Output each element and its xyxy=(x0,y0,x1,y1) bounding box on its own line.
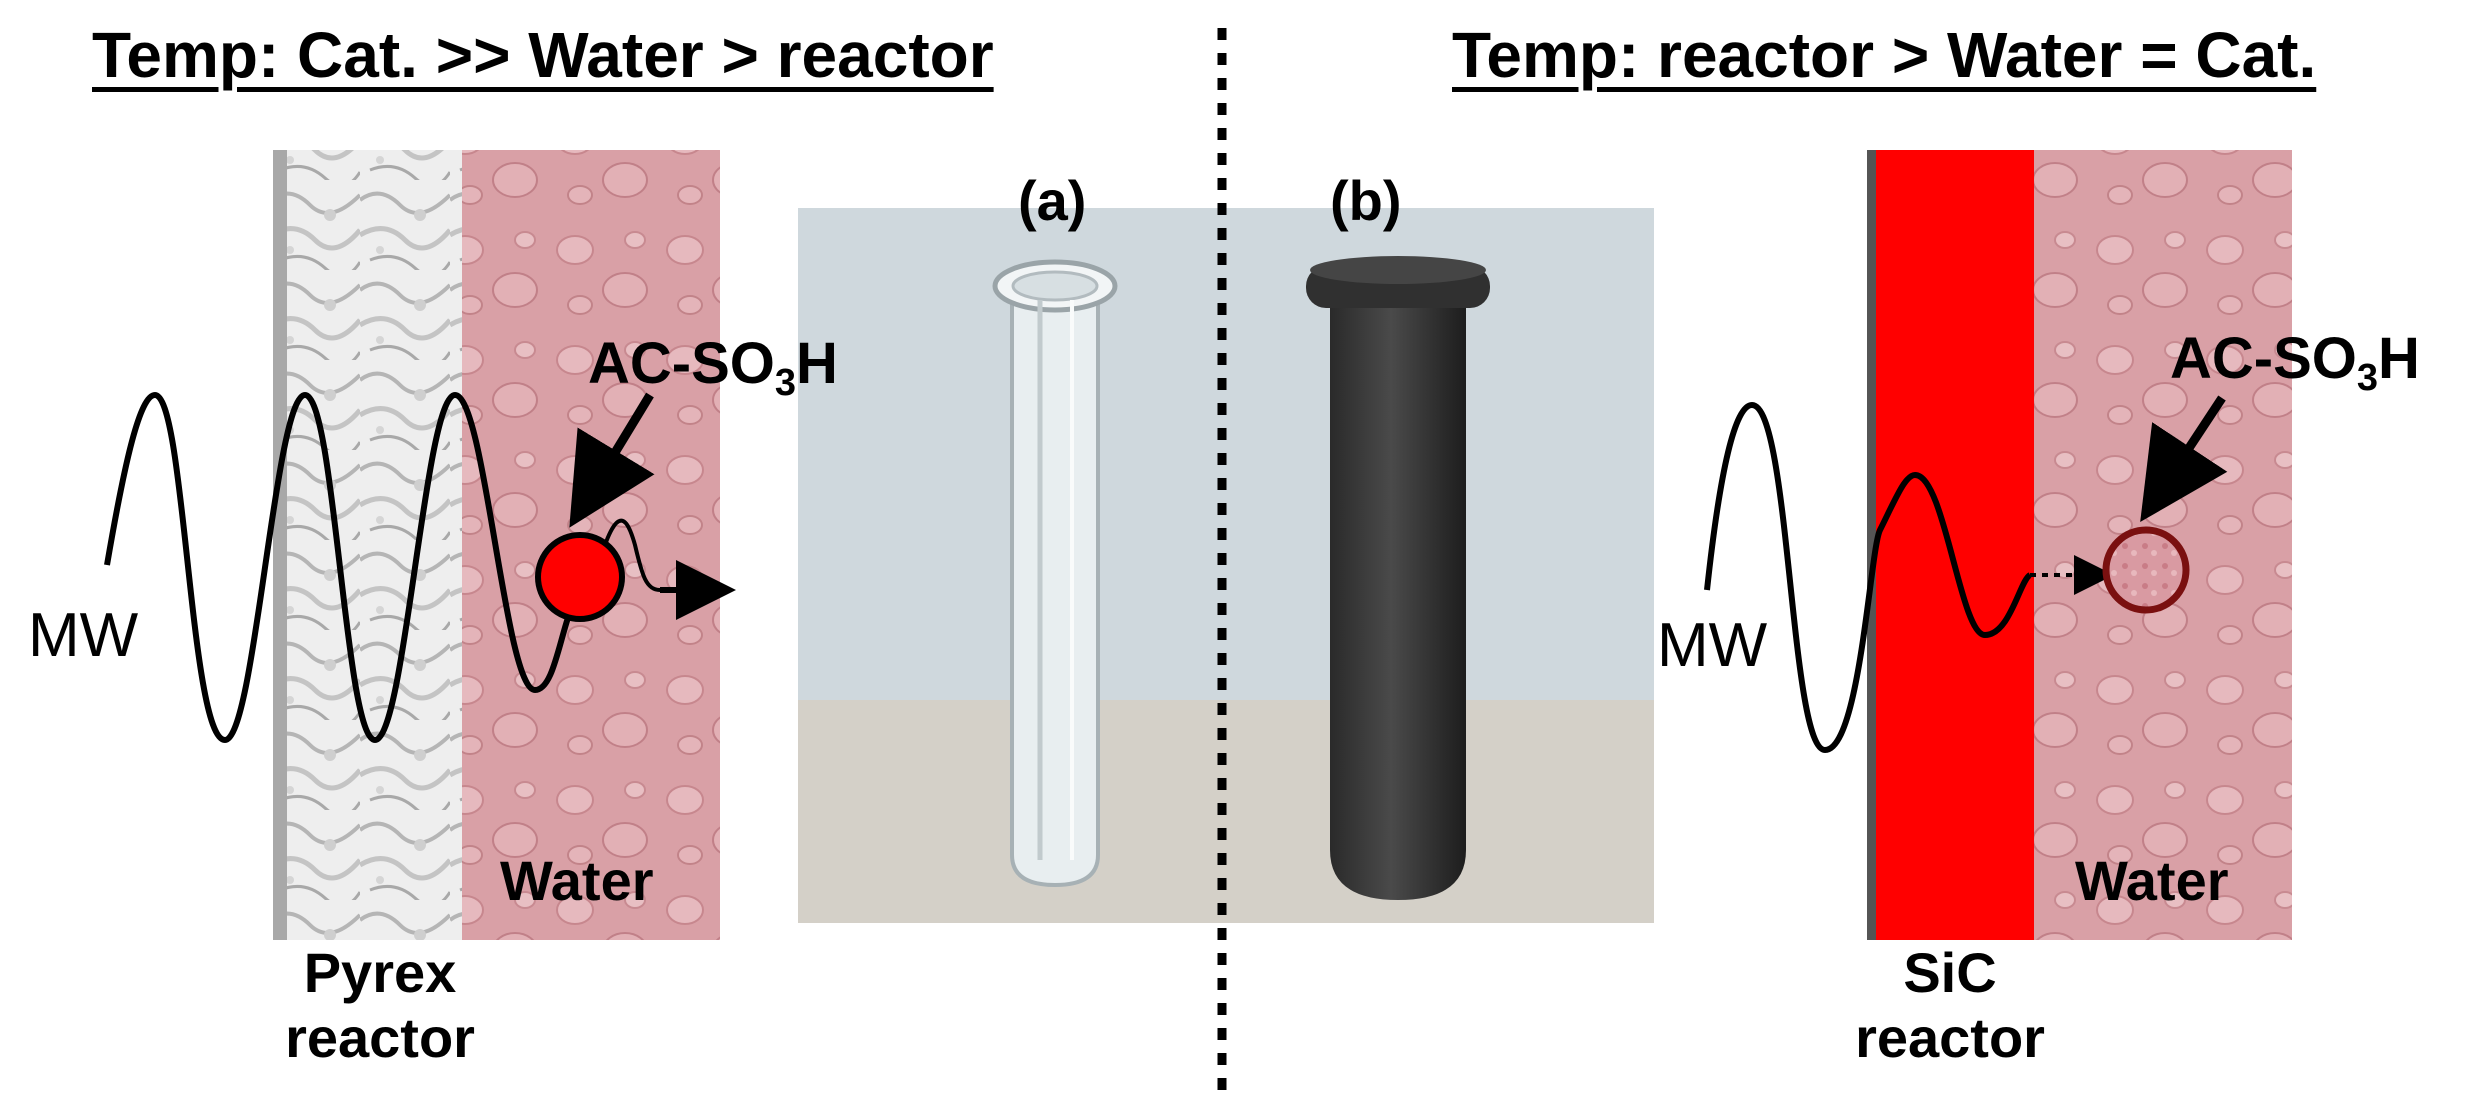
photo-label-b: (b) xyxy=(1330,169,1402,232)
left-water-label: Water xyxy=(500,849,654,912)
pointer-arrow-right xyxy=(2140,395,2228,523)
catalyst-particle-cool xyxy=(2102,526,2190,614)
catalyst-particle-hot xyxy=(535,532,625,622)
left-mw-label: MW xyxy=(28,601,139,670)
left-panel-heading: Temp: Cat. >> Water > reactor xyxy=(92,19,994,91)
photo-label-a: (a) xyxy=(1018,169,1087,232)
right-mw-label: MW xyxy=(1657,611,1768,680)
left-catalyst-label: AC-SO3H xyxy=(588,331,838,404)
sic-reactor-label: SiC reactor xyxy=(1855,941,2045,1069)
sic-reactor-wall xyxy=(1876,150,2034,940)
right-water-label: Water xyxy=(2075,849,2229,912)
sic-tube-photo xyxy=(1306,256,1490,900)
microwave-wave-left xyxy=(104,391,578,744)
damped-wave-left xyxy=(598,518,661,592)
pyrex-reactor-wall xyxy=(287,150,462,940)
pyrex-reactor-label: Pyrex reactor xyxy=(285,941,475,1069)
right-panel-heading: Temp: reactor > Water = Cat. xyxy=(1452,19,2317,91)
right-catalyst-label: AC-SO3H xyxy=(2170,326,2420,399)
sic-wall-edge xyxy=(1867,150,1876,940)
pyrex-wall-edge xyxy=(273,150,287,940)
pyrex-tube-photo xyxy=(992,259,1118,888)
microwave-wave-right xyxy=(1704,401,2033,754)
pointer-arrow-left xyxy=(569,392,655,528)
